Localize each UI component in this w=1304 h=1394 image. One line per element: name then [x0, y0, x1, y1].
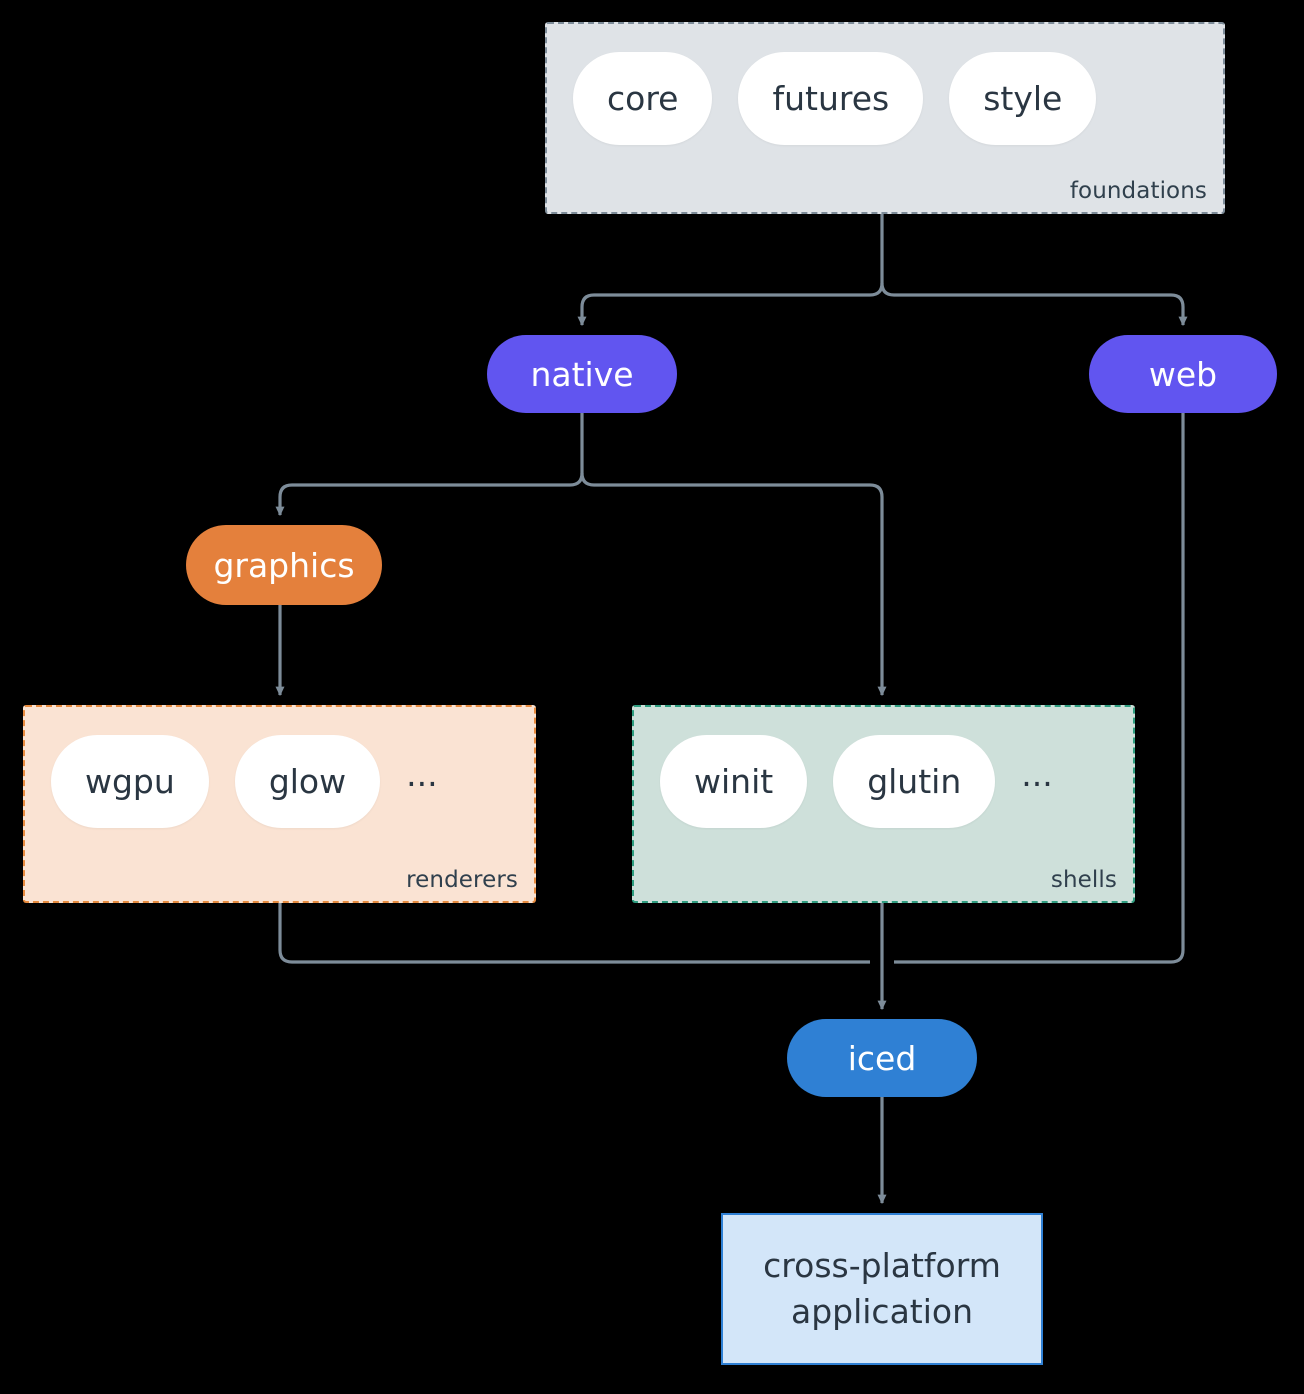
- pill-wgpu[interactable]: wgpu: [51, 735, 209, 828]
- pill-winit[interactable]: winit: [660, 735, 808, 828]
- shells-ellipsis: ...: [1021, 754, 1053, 794]
- edge-renderers-iced: [278, 903, 870, 964]
- application-label-line1: cross-platform: [763, 1246, 1001, 1286]
- node-native[interactable]: native: [487, 335, 677, 413]
- pill-core[interactable]: core: [573, 52, 713, 145]
- group-shells-items: winit glutin ...: [660, 735, 1053, 828]
- edge-web-iced: [894, 413, 1185, 964]
- group-shells[interactable]: winit glutin ... shells: [632, 705, 1135, 903]
- node-iced[interactable]: iced: [787, 1019, 977, 1097]
- group-foundations[interactable]: core futures style foundations: [545, 22, 1225, 214]
- edge-native-shells: [580, 472, 887, 697]
- edge-foundations-web: [880, 282, 1188, 327]
- group-renderers-items: wgpu glow ...: [51, 735, 438, 828]
- pill-style[interactable]: style: [949, 52, 1097, 145]
- group-renderers[interactable]: wgpu glow ... renderers: [23, 705, 536, 903]
- node-graphics[interactable]: graphics: [186, 525, 382, 605]
- pill-glutin[interactable]: glutin: [833, 735, 996, 828]
- renderers-ellipsis: ...: [406, 754, 438, 794]
- group-foundations-items: core futures style: [573, 52, 1097, 145]
- node-web[interactable]: web: [1089, 335, 1277, 413]
- group-renderers-label: renderers: [406, 867, 518, 893]
- group-shells-label: shells: [1050, 867, 1117, 893]
- pill-glow[interactable]: glow: [234, 735, 381, 828]
- pill-futures[interactable]: futures: [738, 52, 924, 145]
- application-label-line2: application: [790, 1292, 974, 1331]
- node-application[interactable]: cross-platform application: [721, 1213, 1043, 1365]
- group-foundations-label: foundations: [1069, 178, 1207, 204]
